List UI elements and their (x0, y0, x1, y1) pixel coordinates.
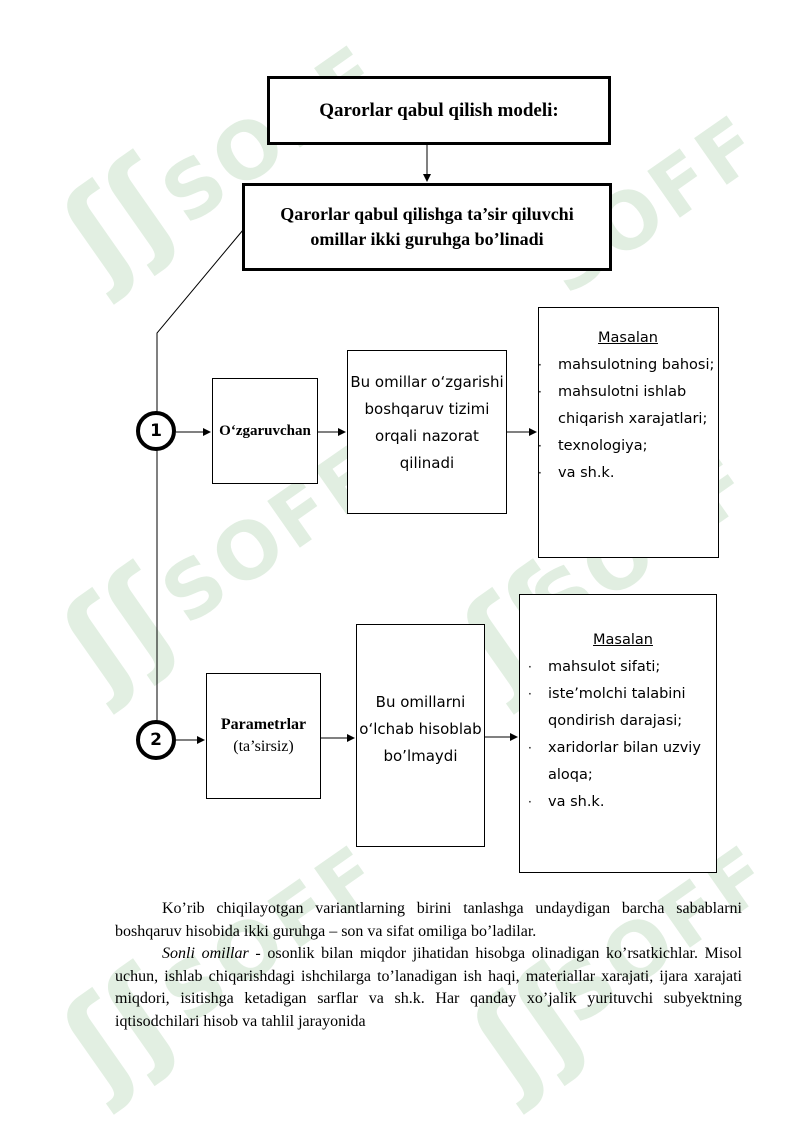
factors-box: Qarorlar qabul qilishga ta’sir qiluvchi … (242, 183, 612, 271)
group-2-examples-list: Masalan ·mahsulot sifati; ·iste’molchi t… (528, 627, 718, 816)
list-item-text: texnologiya; (558, 438, 648, 454)
group-1-desc-line: orqali nazorat (375, 427, 479, 445)
list-item: aloqa; (528, 762, 718, 789)
list-item-text: mahsulot sifati; (548, 659, 661, 675)
group-2-number: 2 (136, 720, 176, 760)
paragraph-1: Ko’rib chiqilayotgan variantlarning biri… (115, 898, 742, 943)
list-item: ·mahsulot sifati; (528, 659, 661, 675)
paragraph-2-term: Sonli omillar (162, 945, 249, 962)
list-item: ·va sh.k. (538, 465, 615, 481)
model-title-box: Qarorlar qabul qilish modeli: (267, 76, 611, 145)
paragraph-1-text: Ko’rib chiqilayotgan variantlarning biri… (115, 900, 742, 940)
group-2-examples-header: Masalan (593, 632, 653, 648)
group-2-desc-line: bo’lmaydi (383, 747, 458, 765)
factors-line-1: Qarorlar qabul qilishga ta’sir qiluvchi (280, 204, 574, 224)
list-item-text: va sh.k. (558, 465, 615, 481)
group-2-desc-line: o‘lchab hisoblab (359, 720, 482, 738)
group-1-number: 1 (136, 411, 176, 451)
list-item-text: iste’molchi talabini (548, 686, 686, 702)
group-1-examples-list: Masalan ·mahsulotning bahosi; ·mahsulotn… (538, 325, 718, 487)
list-item: ·mahsulotni ishlab (538, 384, 687, 400)
list-item-text: aloqa; (548, 767, 593, 783)
group-1-desc-line: Bu omillar o‘zgarishi (350, 373, 504, 391)
list-item: ·mahsulotning bahosi; (538, 357, 715, 373)
factors-line-2: omillar ikki guruhga bo’linadi (310, 229, 544, 249)
list-item: chiqarish xarajatlari; (538, 406, 718, 433)
list-item: ·iste’molchi talabini (528, 686, 686, 702)
group-2-label-box: Parametrlar (ta’sirsiz) (206, 673, 321, 799)
group-2-sublabel: (ta’sirsiz) (233, 738, 294, 755)
group-2-desc-line: Bu omillarni (375, 693, 466, 711)
group-2-desc-box: Bu omillarni o‘lchab hisoblab bo’lmaydi (356, 624, 485, 847)
group-1-desc-line: qilinadi (399, 454, 455, 472)
list-item: ·va sh.k. (528, 794, 605, 810)
list-item-text: xaridorlar bilan uzviy (548, 740, 701, 756)
list-item: ·xaridorlar bilan uzviy (528, 740, 701, 756)
paragraph-2-text: - osonlik bilan miqdor jihatidan hisobga… (115, 945, 742, 1030)
group-1-desc-box: Bu omillar o‘zgarishi boshqaruv tizimi o… (347, 350, 507, 514)
list-item-text: qondirish darajasi; (548, 713, 683, 729)
list-item-text: mahsulotni ishlab (558, 384, 687, 400)
group-1-examples-box (538, 307, 719, 558)
group-1-desc-line: boshqaruv tizimi (364, 400, 490, 418)
list-item: qondirish darajasi; (528, 708, 718, 735)
group-2-label: Parametrlar (220, 716, 307, 733)
model-title: Qarorlar qabul qilish modeli: (319, 99, 559, 121)
list-item-text: va sh.k. (548, 794, 605, 810)
paragraph-2: Sonli omillar - osonlik bilan miqdor jih… (115, 943, 742, 1033)
group-1-label: O‘zgaruvchan (219, 422, 311, 439)
group-1-label-box: O‘zgaruvchan (212, 378, 318, 484)
list-item-text: chiqarish xarajatlari; (558, 411, 708, 427)
list-item: ·texnologiya; (538, 438, 648, 454)
list-item-text: mahsulotning bahosi; (558, 357, 715, 373)
group-2-examples-box (519, 594, 717, 873)
group-1-examples-header: Masalan (598, 330, 658, 346)
